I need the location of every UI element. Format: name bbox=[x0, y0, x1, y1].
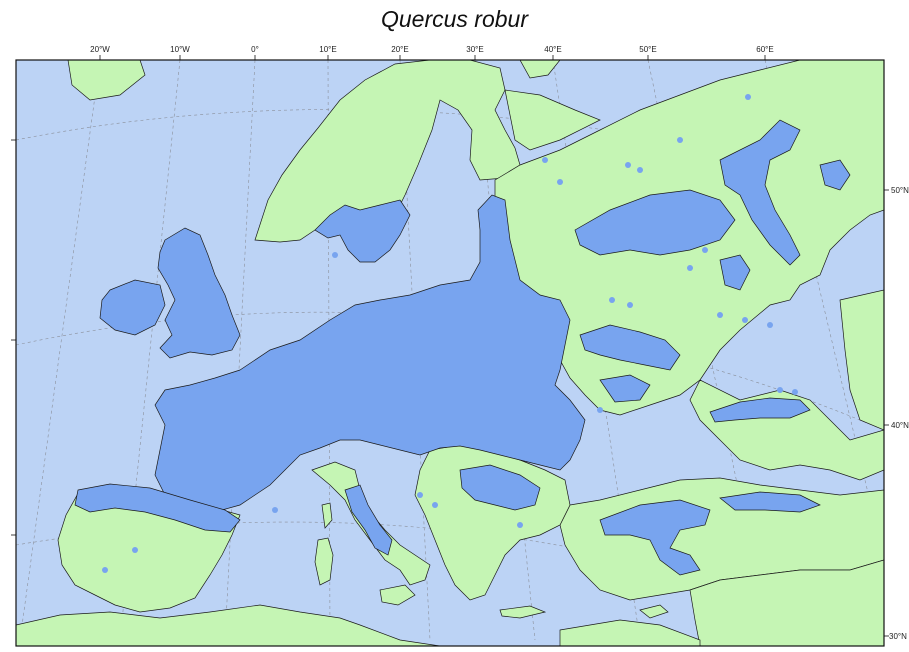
lon-label-10e: 10°E bbox=[319, 45, 336, 54]
lon-label-60e: 60°E bbox=[756, 45, 773, 54]
lat-label-30n: 30°N bbox=[889, 632, 907, 641]
lon-label-40e: 40°E bbox=[544, 45, 561, 54]
lon-label-10w: 10°W bbox=[170, 45, 190, 54]
lon-label-30e: 30°E bbox=[466, 45, 483, 54]
lat-label-50n: 50°N bbox=[891, 186, 909, 195]
lon-label-50e: 50°E bbox=[639, 45, 656, 54]
frame-ticks bbox=[11, 55, 889, 637]
lon-label-0: 0° bbox=[251, 45, 259, 54]
lon-label-20w: 20°W bbox=[90, 45, 110, 54]
map-frame bbox=[15, 59, 885, 647]
lat-label-40n: 40°N bbox=[891, 421, 909, 430]
latitude-labels: 50°N 40°N 30°N bbox=[889, 186, 909, 641]
map-title: Quercus robur bbox=[380, 6, 528, 32]
species-distribution bbox=[74, 119, 851, 576]
lon-label-20e: 20°E bbox=[391, 45, 408, 54]
longitude-labels: 20°W 10°W 0° 10°E 20°E 30°E 40°E 50°E 60… bbox=[90, 45, 774, 54]
occurrence-points bbox=[102, 94, 798, 573]
